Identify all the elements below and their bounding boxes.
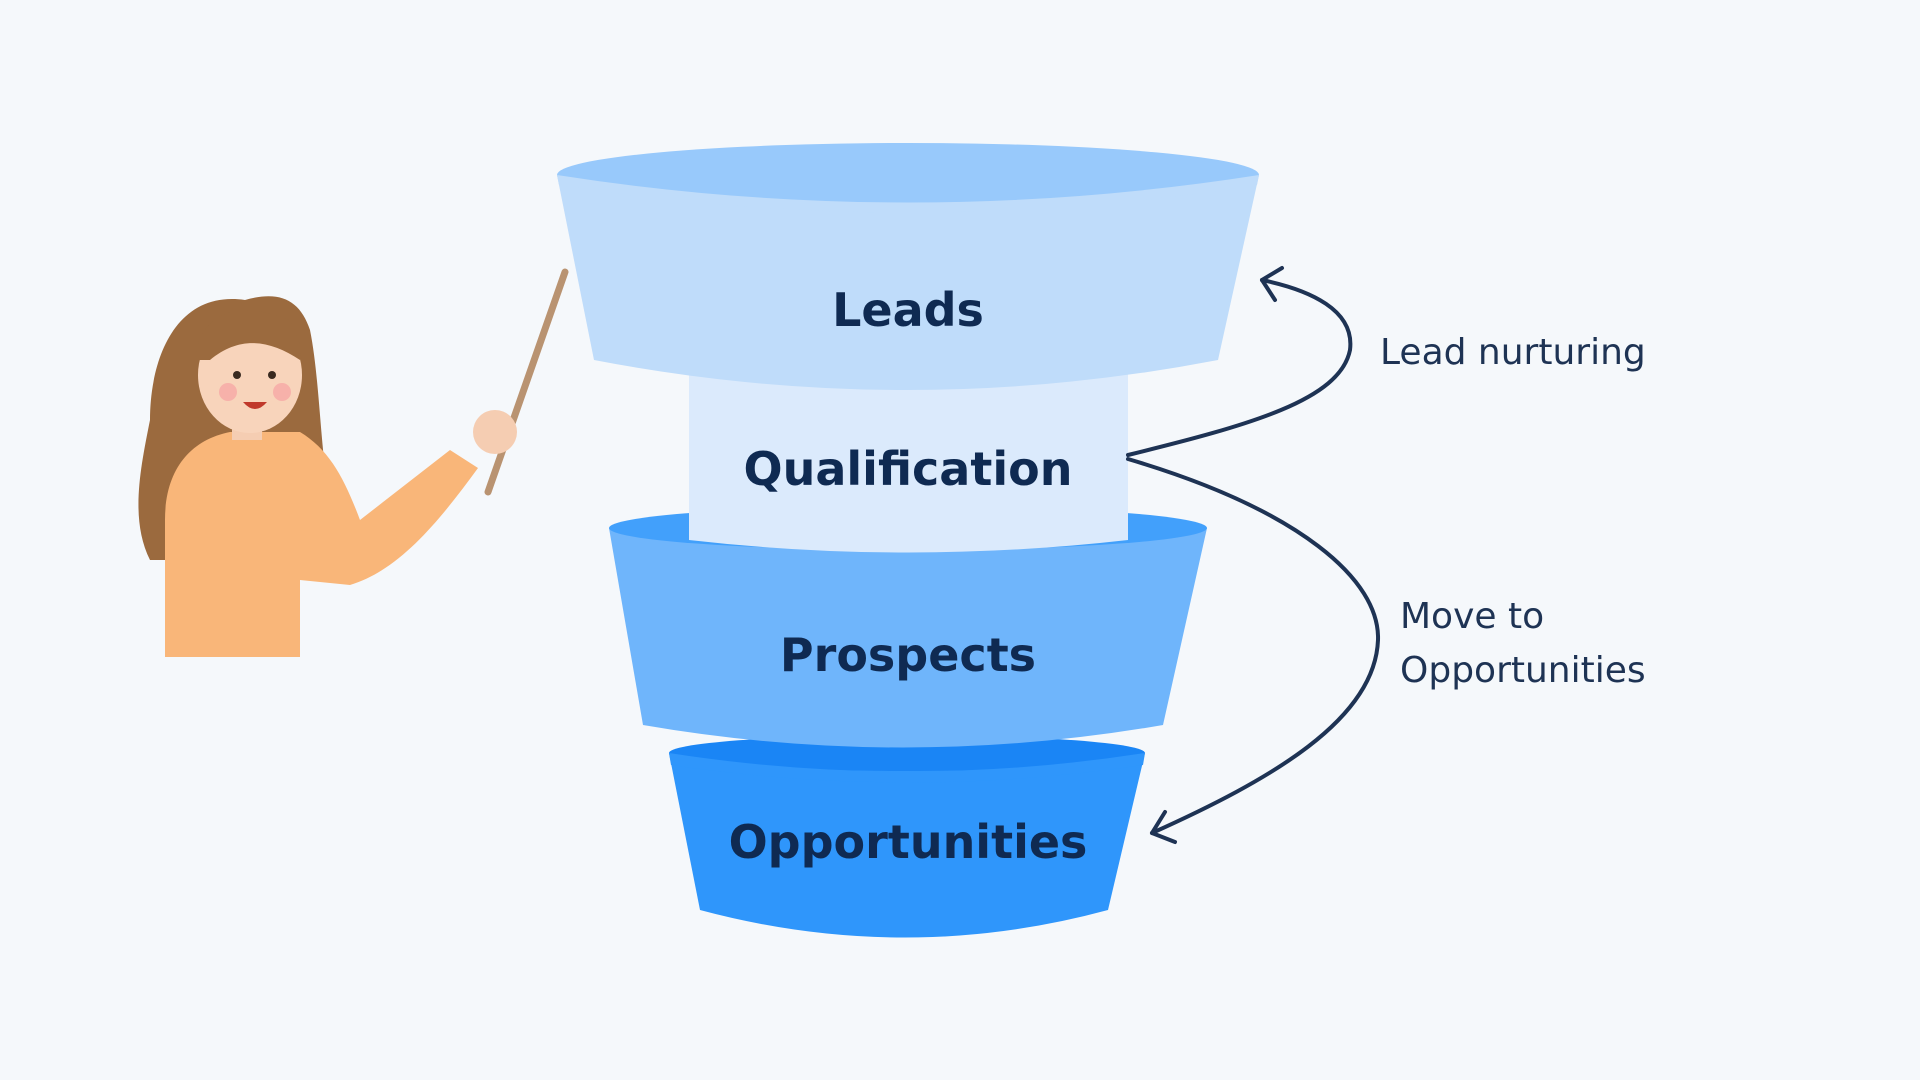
move-to-opportunities-arrow (1126, 457, 1381, 835)
funnel-stage-opportunities (669, 735, 1145, 938)
body (165, 432, 478, 657)
funnel-stage-qualification (689, 370, 1128, 553)
stage-label-opportunities: Opportunities (729, 815, 1088, 869)
move-to-label-line1: Move to (1400, 596, 1544, 637)
stage-label-qualification: Qualification (744, 442, 1073, 496)
lead-nurturing-label: Lead nurturing (1380, 332, 1646, 373)
funnel-stage-leads (557, 143, 1259, 390)
stage-label-leads: Leads (832, 283, 984, 337)
presenter-illustration (138, 268, 569, 657)
hand (473, 410, 517, 454)
lead-nurturing-arrow (1126, 278, 1353, 457)
pointer-stick (484, 268, 569, 496)
arrowhead-icon (1150, 810, 1177, 844)
move-to-label-line2: Opportunities (1400, 650, 1646, 691)
stage-label-prospects: Prospects (780, 628, 1036, 682)
arrowhead-icon (1260, 266, 1284, 302)
